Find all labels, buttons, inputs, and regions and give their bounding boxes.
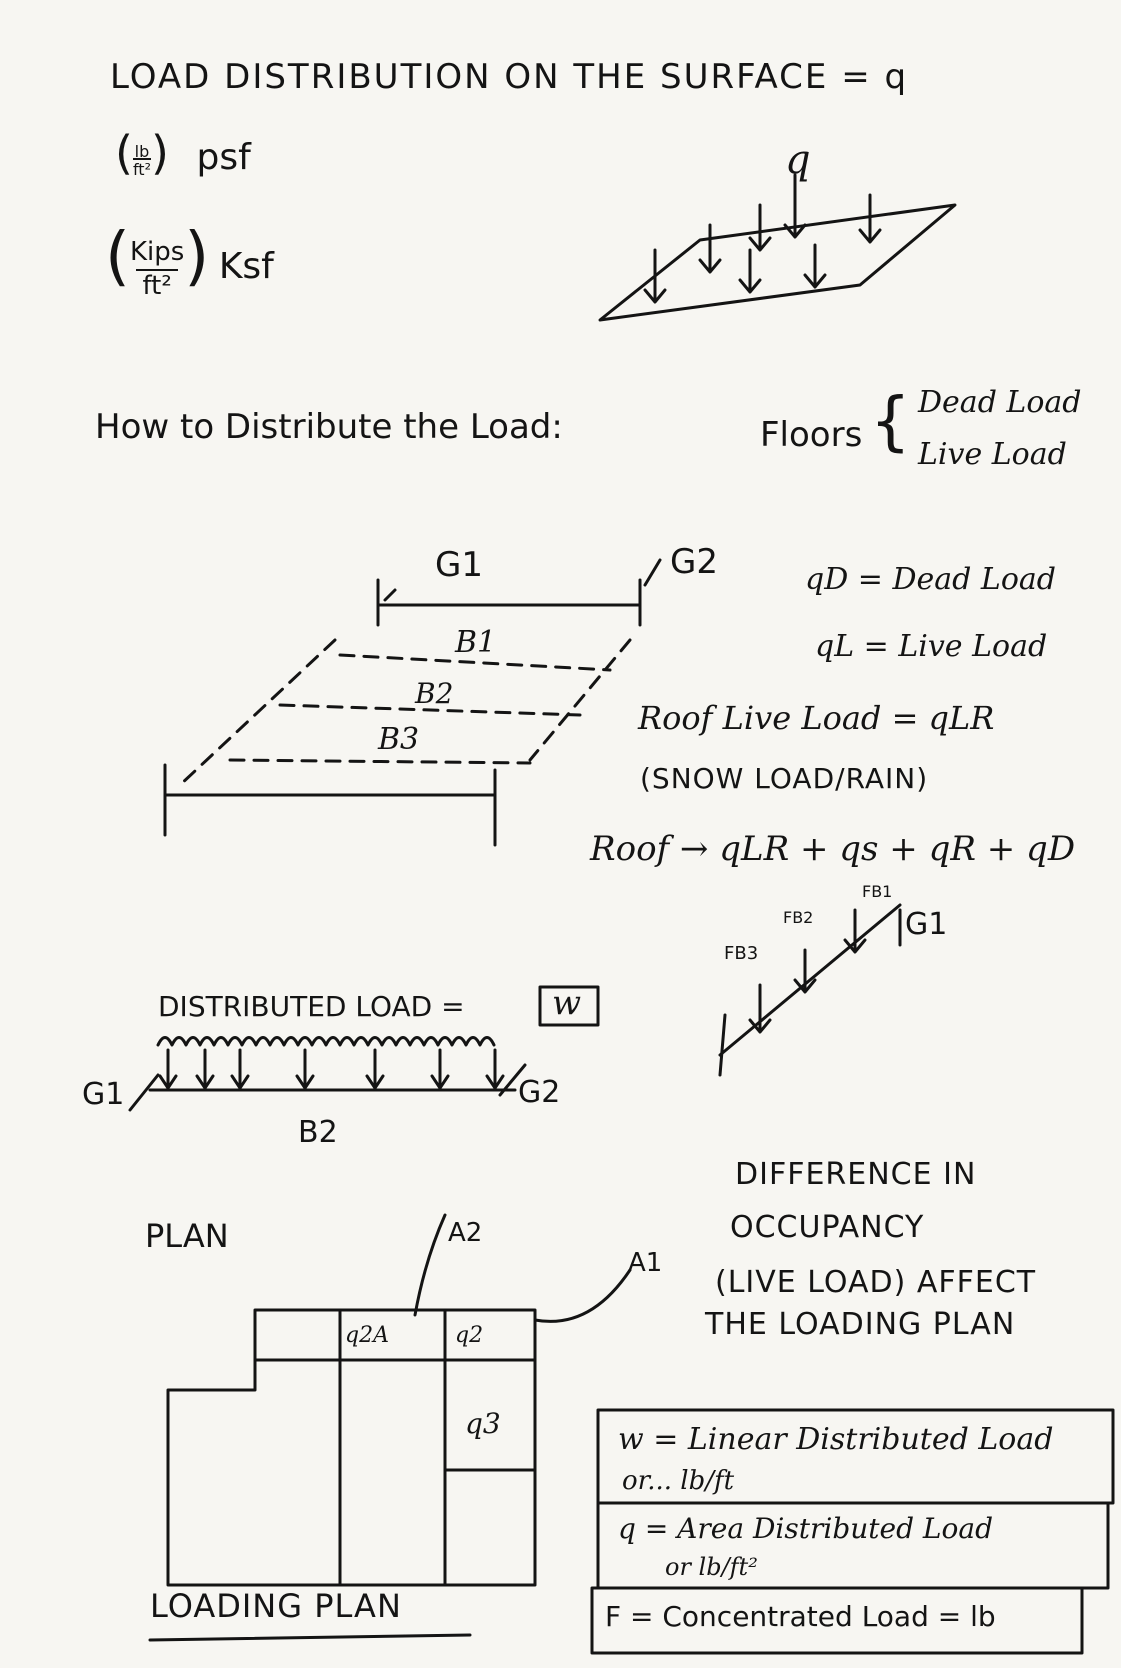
ql-definition: qL = Live Load (815, 629, 1048, 664)
legend-q-unit: or lb/ft² (665, 1553, 758, 1581)
snow-rain-label: (SNOW LOAD/RAIN) (640, 762, 929, 795)
occupancy-line-1: DIFFERENCE IN (735, 1157, 977, 1192)
floors-label: Floors (760, 415, 863, 455)
beam-b2-label: B2 (298, 1115, 338, 1150)
distributed-load-label: DISTRIBUTED LOAD = (158, 990, 465, 1023)
fb1-label: FB1 (862, 882, 893, 901)
q3-label: q3 (465, 1407, 501, 1440)
a1-label: A1 (628, 1248, 663, 1278)
occupancy-line-4: THE LOADING PLAN (705, 1307, 1016, 1342)
live-load-label: Live Load (918, 437, 1067, 472)
distributed-load-symbol: w (552, 983, 582, 1023)
q2a-label: q2A (345, 1323, 389, 1348)
beam-g2-label: G2 (518, 1075, 561, 1110)
distribute-heading: How to Distribute the Load: (95, 407, 563, 447)
psf-den: ft² (132, 157, 151, 179)
page-title: LOAD DISTRIBUTION ON THE SURFACE = q (110, 57, 909, 97)
legend-w-unit: or... lb/ft (622, 1466, 735, 1496)
legend-sketch (590, 1408, 1115, 1655)
b1-label: B1 (455, 625, 497, 660)
beam-g1-label: G1 (82, 1077, 125, 1112)
b2-label: B2 (415, 677, 454, 710)
g2-label: G2 (670, 542, 718, 582)
legend-w-definition: w = Linear Distributed Load (618, 1422, 1054, 1457)
occupancy-line-2: OCCUPANCY (730, 1210, 925, 1245)
fb3-label: FB3 (724, 943, 759, 964)
framing-sketch (163, 558, 662, 847)
dead-load-label: Dead Load (918, 385, 1082, 420)
ksf-num: Kips (129, 237, 185, 268)
ksf-label: Ksf (218, 246, 274, 287)
girder-g1-label: G1 (905, 907, 948, 942)
distributed-load-sketch (128, 1036, 527, 1112)
g1-label: G1 (435, 545, 483, 585)
legend-f-definition: F = Concentrated Load = lb (605, 1600, 996, 1633)
plan-label: PLAN (145, 1217, 229, 1255)
b3-label: B3 (378, 722, 420, 757)
surface-q-label: q (785, 137, 811, 183)
floors-brace: { (870, 385, 911, 459)
psf-label: psf (196, 137, 251, 178)
loading-plan-label: LOADING PLAN (150, 1587, 402, 1625)
roof-live-definition: Roof Live Load = qLR (638, 699, 995, 737)
roof-sum: Roof → qLR + qs + qR + qD (590, 829, 1076, 869)
a2-label: A2 (448, 1218, 483, 1248)
surface-load-sketch (598, 173, 957, 322)
qd-definition: qD = Dead Load (805, 562, 1056, 597)
legend-q-definition: q = Area Distributed Load (618, 1512, 993, 1545)
psf-num: lb (134, 141, 150, 161)
q2-label: q2 (455, 1323, 484, 1348)
loading-plan-sketch (148, 1213, 632, 1642)
girder-point-load-sketch (718, 903, 902, 1077)
occupancy-line-3: (LIVE LOAD) AFFECT (715, 1265, 1037, 1300)
fb2-label: FB2 (783, 908, 814, 927)
ksf-den: ft² (136, 268, 178, 302)
